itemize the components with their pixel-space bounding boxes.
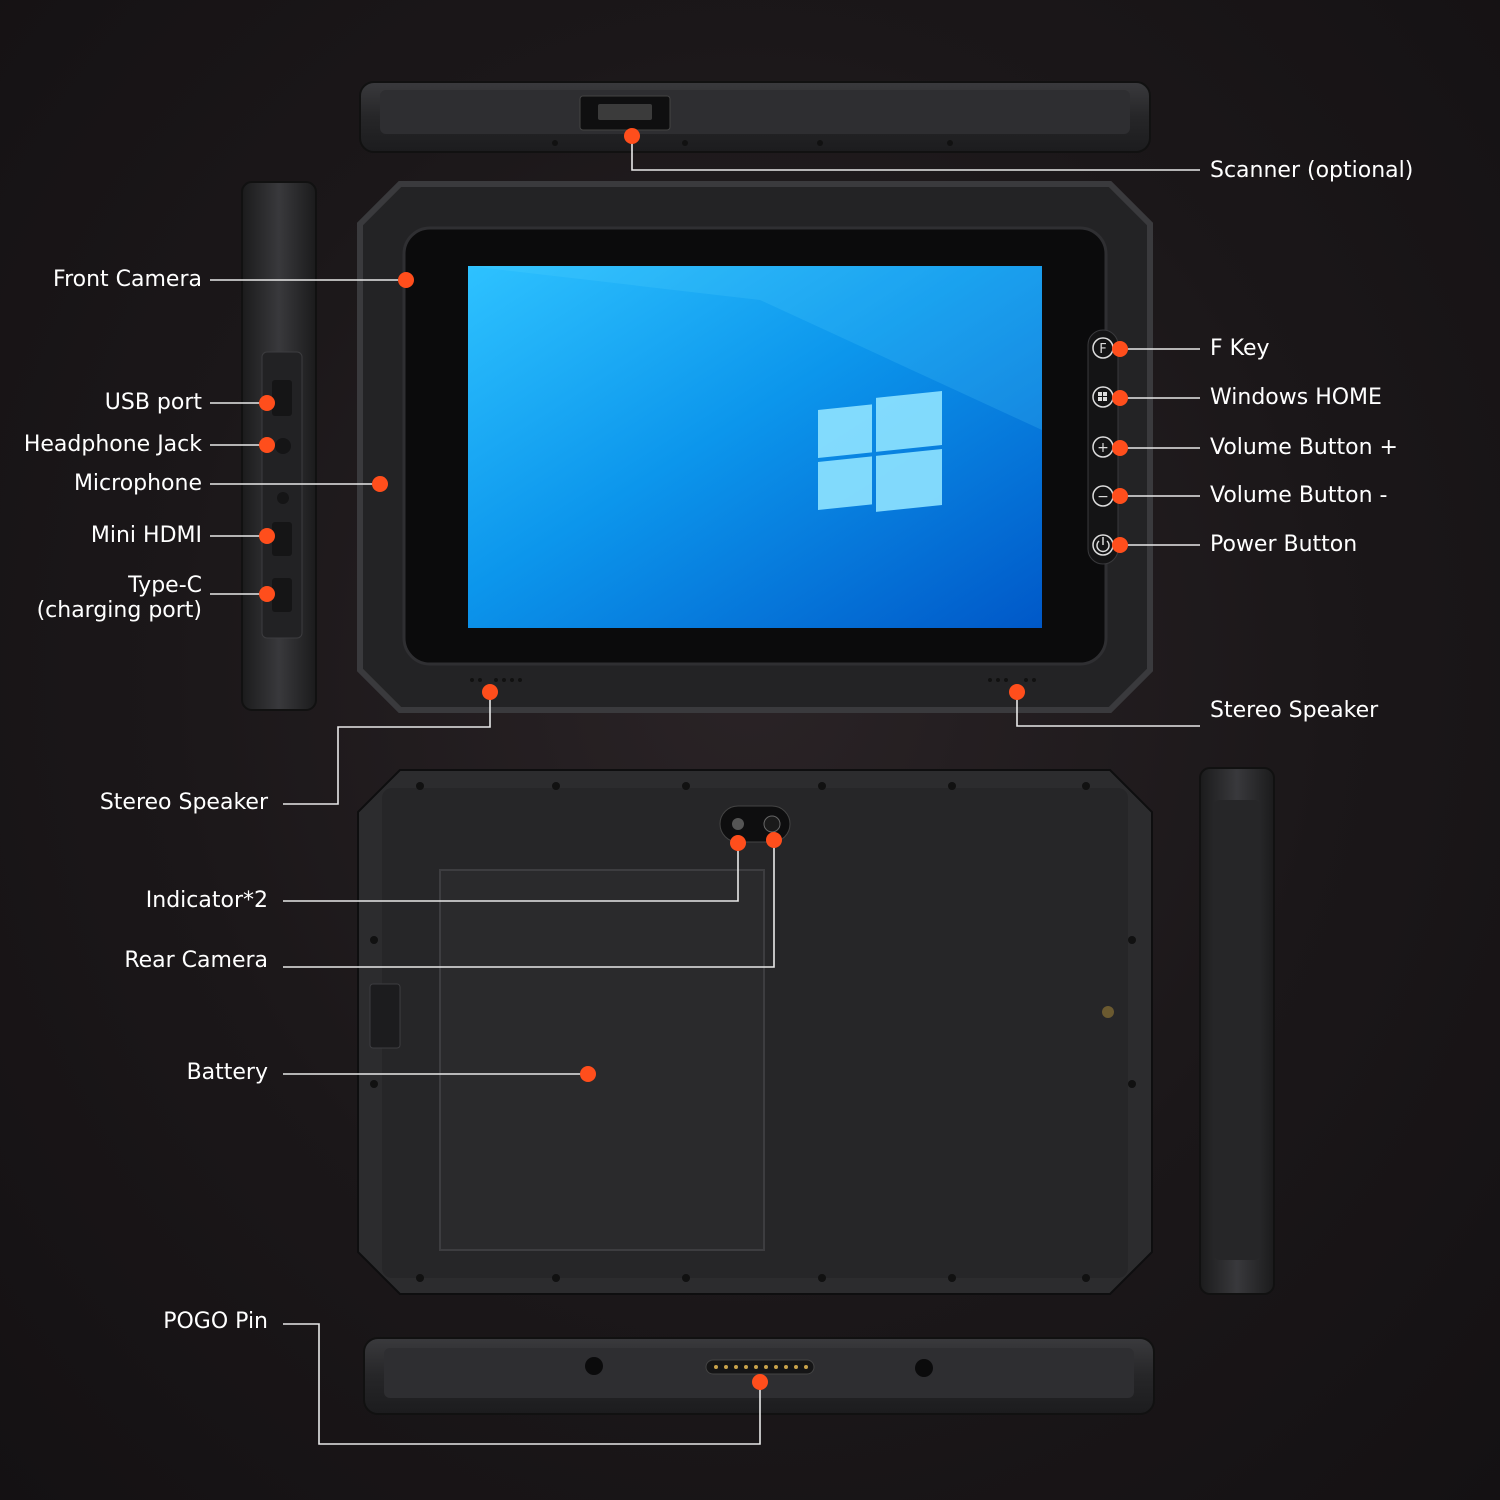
screen (468, 266, 1042, 628)
marker-mini-hdmi (259, 528, 275, 544)
label-power-button: Power Button (1210, 532, 1358, 557)
label-usb-port: USB port (104, 390, 202, 415)
marker-headphone-jack (259, 437, 275, 453)
marker-volume-down (1112, 488, 1128, 504)
label-indicator: Indicator*2 (145, 888, 268, 913)
marker-speaker-right (1009, 684, 1025, 700)
marker-microphone (372, 476, 388, 492)
label-rear-camera: Rear Camera (124, 948, 268, 973)
battery-cover (439, 869, 765, 1251)
tablet-front: F + − (357, 181, 1153, 713)
label-headphone-jack: Headphone Jack (23, 432, 202, 457)
label-windows-home: Windows HOME (1210, 385, 1382, 410)
marker-speaker-left (482, 684, 498, 700)
marker-rear-camera (766, 832, 782, 848)
marker-dots (259, 128, 1128, 1390)
label-volume-up: Volume Button + (1210, 435, 1398, 460)
label-stereo-speaker-left: Stereo Speaker (99, 790, 268, 815)
label-pogo-pin: POGO Pin (163, 1309, 268, 1334)
marker-scanner (624, 128, 640, 144)
marker-f-key (1112, 341, 1128, 357)
label-stereo-speaker-right: Stereo Speaker (1210, 698, 1379, 723)
label-microphone: Microphone (73, 471, 202, 496)
marker-indicator (730, 835, 746, 851)
label-front-camera: Front Camera (53, 267, 202, 292)
marker-battery (580, 1066, 596, 1082)
label-f-key: F Key (1210, 336, 1270, 361)
label-mini-hdmi: Mini HDMI (90, 523, 202, 548)
svg-text:F: F (1099, 342, 1106, 357)
tablet-top-edge (359, 81, 1151, 153)
marker-front-camera (398, 272, 414, 288)
label-type-c-line2: (charging port) (36, 598, 202, 623)
tablet-right-edge (1199, 767, 1275, 1295)
label-type-c-line1: Type-C (128, 573, 202, 598)
tablet-left-edge (241, 181, 317, 711)
marker-type-c (259, 586, 275, 602)
label-battery: Battery (186, 1060, 268, 1085)
windows-logo (818, 390, 942, 512)
leader-lines (210, 136, 1200, 1445)
front-buttons: F + − (1087, 329, 1119, 565)
marker-volume-up (1112, 440, 1128, 456)
svg-text:+: + (1097, 440, 1109, 456)
marker-windows-home (1112, 390, 1128, 406)
svg-text:−: − (1097, 489, 1109, 505)
label-type-c: Type-C (charging port) (37, 573, 202, 623)
marker-power-button (1112, 537, 1128, 553)
label-scanner: Scanner (optional) (1210, 158, 1414, 183)
marker-usb-port (259, 395, 275, 411)
label-volume-down: Volume Button - (1210, 483, 1388, 508)
marker-pogo-pin (752, 1374, 768, 1390)
tablet-rear (357, 769, 1153, 1295)
